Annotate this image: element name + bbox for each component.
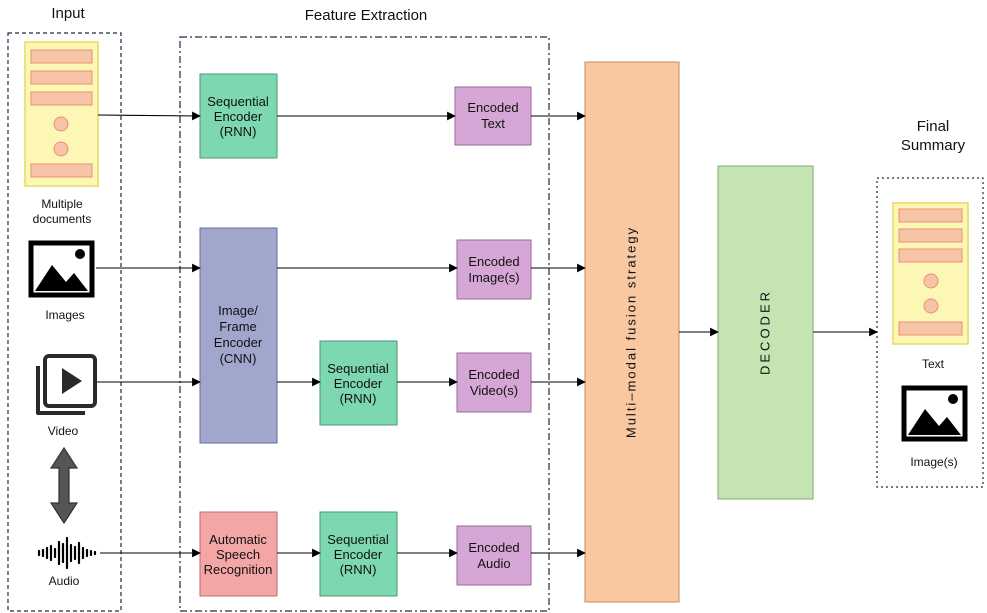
svg-text:Recognition: Recognition bbox=[204, 562, 273, 577]
svg-text:Encoder: Encoder bbox=[334, 547, 383, 562]
documents-icon bbox=[24, 41, 99, 187]
audio-waveform-icon bbox=[37, 536, 97, 570]
fusion-strategy-box: Multi–modal fusion strategy bbox=[584, 61, 680, 603]
cnn-encoder-box: Image/ Frame Encoder (CNN) bbox=[199, 227, 278, 444]
svg-text:Sequential: Sequential bbox=[327, 361, 389, 376]
encoded-audio-box: Encoded Audio bbox=[456, 525, 532, 586]
input-container bbox=[7, 32, 122, 612]
text-sequential-encoder-box: Sequential Encoder (RNN) bbox=[199, 73, 278, 159]
svg-text:Encoder: Encoder bbox=[214, 109, 263, 124]
feature-extraction-container bbox=[179, 36, 550, 612]
svg-text:Image(s): Image(s) bbox=[468, 270, 519, 285]
video-label: Video bbox=[48, 424, 79, 438]
svg-text:(RNN): (RNN) bbox=[340, 562, 377, 577]
video-icon bbox=[36, 354, 97, 415]
svg-text:Text: Text bbox=[481, 116, 505, 131]
video-sequential-encoder-box: Sequential Encoder (RNN) bbox=[319, 340, 398, 426]
final-summary-title-line1: Final bbox=[917, 118, 950, 135]
image-icon bbox=[28, 240, 95, 298]
output-text-document-icon bbox=[892, 202, 969, 345]
output-image-icon bbox=[901, 385, 968, 442]
feature-extraction-title: Feature Extraction bbox=[305, 7, 428, 24]
svg-text:Speech: Speech bbox=[216, 547, 260, 562]
final-summary-title-line2: Summary bbox=[901, 137, 966, 154]
svg-text:Automatic: Automatic bbox=[209, 532, 267, 547]
svg-text:Encoded: Encoded bbox=[468, 540, 519, 555]
encoded-video-box: Encoded Video(s) bbox=[456, 352, 532, 413]
audio-sequential-encoder-box: Sequential Encoder (RNN) bbox=[319, 511, 398, 597]
svg-text:Frame: Frame bbox=[219, 319, 257, 334]
svg-text:Encoded: Encoded bbox=[467, 100, 518, 115]
encoded-image-box: Encoded Image(s) bbox=[456, 239, 532, 300]
svg-text:Encoder: Encoder bbox=[334, 376, 383, 391]
input-section-title: Input bbox=[51, 5, 85, 22]
svg-text:Encoded: Encoded bbox=[468, 254, 519, 269]
svg-text:(RNN): (RNN) bbox=[340, 391, 377, 406]
speech-recognition-box: Automatic Speech Recognition bbox=[199, 511, 278, 597]
encoded-text-box: Encoded Text bbox=[454, 86, 532, 146]
flow-arrows bbox=[96, 111, 878, 558]
output-images-label: Image(s) bbox=[910, 455, 957, 469]
audio-label: Audio bbox=[49, 574, 80, 588]
arrow-documents-to-encoder bbox=[97, 111, 201, 121]
svg-text:(RNN): (RNN) bbox=[220, 124, 257, 139]
svg-text:Sequential: Sequential bbox=[327, 532, 389, 547]
video-audio-double-arrow-icon bbox=[49, 446, 79, 525]
svg-text:Image/: Image/ bbox=[218, 303, 258, 318]
svg-text:Encoded: Encoded bbox=[468, 367, 519, 382]
documents-label-line2: documents bbox=[33, 212, 92, 226]
svg-text:(CNN): (CNN) bbox=[220, 351, 257, 366]
svg-text:Encoder: Encoder bbox=[214, 335, 263, 350]
images-label: Images bbox=[45, 308, 84, 322]
documents-label-line1: Multiple bbox=[41, 197, 83, 211]
decoder-box: DECODER bbox=[717, 165, 814, 500]
svg-text:Video(s): Video(s) bbox=[470, 383, 518, 398]
output-text-label: Text bbox=[922, 357, 945, 371]
svg-text:DECODER: DECODER bbox=[757, 289, 772, 375]
svg-text:Multi–modal fusion strategy: Multi–modal fusion strategy bbox=[623, 226, 638, 438]
svg-text:Sequential: Sequential bbox=[207, 94, 269, 109]
svg-text:Audio: Audio bbox=[477, 556, 510, 571]
